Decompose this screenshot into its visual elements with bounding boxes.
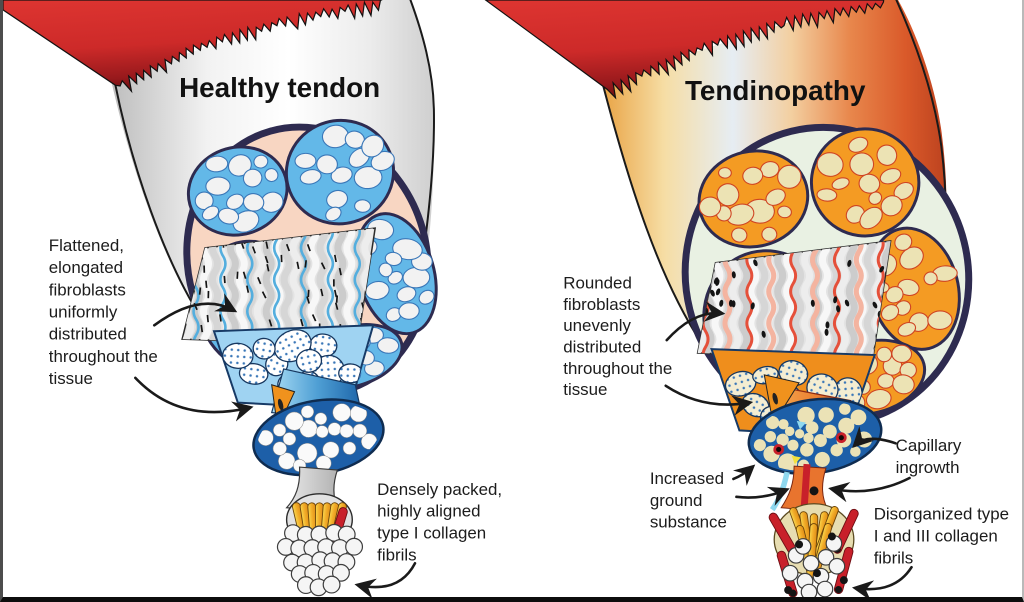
tenocyte-nucleus bbox=[277, 398, 284, 411]
tendinopathy-title: Tendinopathy bbox=[685, 75, 866, 106]
healthy-fiber-bundles bbox=[222, 329, 364, 397]
healthy-fibril-bundle bbox=[276, 466, 364, 597]
tendinopathy-fibroblast-arrow-2 bbox=[664, 384, 754, 416]
tendon-edge-left bbox=[601, 81, 703, 344]
healthy-fibroblast-arrow-1 bbox=[152, 293, 238, 327]
healthy-fibroblast-arrow-2 bbox=[134, 376, 254, 422]
capillary-arrow-1 bbox=[852, 426, 897, 449]
tendinopathy-fibril-bundle bbox=[768, 463, 859, 597]
fibril-ends bbox=[257, 403, 378, 473]
fibril-end-circles bbox=[276, 523, 364, 597]
healthy-title: Healthy tendon bbox=[179, 72, 380, 103]
tendon-edge-left bbox=[114, 85, 203, 320]
tendinopathy-fibroblast-arrow-1 bbox=[665, 301, 726, 342]
capillary-dot bbox=[809, 486, 819, 496]
tenocyte-nucleus bbox=[772, 392, 778, 405]
disorganized-fibrils-arrow bbox=[851, 565, 913, 597]
capillary-arrow-2 bbox=[828, 476, 911, 503]
tendinopathy-muscle bbox=[484, 0, 885, 100]
ground-substance-arrow-2 bbox=[735, 486, 790, 506]
healthy-fiber-cross-section bbox=[252, 398, 385, 477]
healthy-fibrils-arrow bbox=[354, 561, 417, 597]
healthy-fascicle-pullout bbox=[181, 227, 377, 431]
fibril-end-circles bbox=[781, 532, 848, 597]
vessel-stripe bbox=[800, 463, 811, 510]
tendon-edge-right bbox=[409, 0, 435, 266]
ground-substance-arrow-1 bbox=[732, 464, 756, 486]
healthy-muscle bbox=[3, 0, 383, 94]
